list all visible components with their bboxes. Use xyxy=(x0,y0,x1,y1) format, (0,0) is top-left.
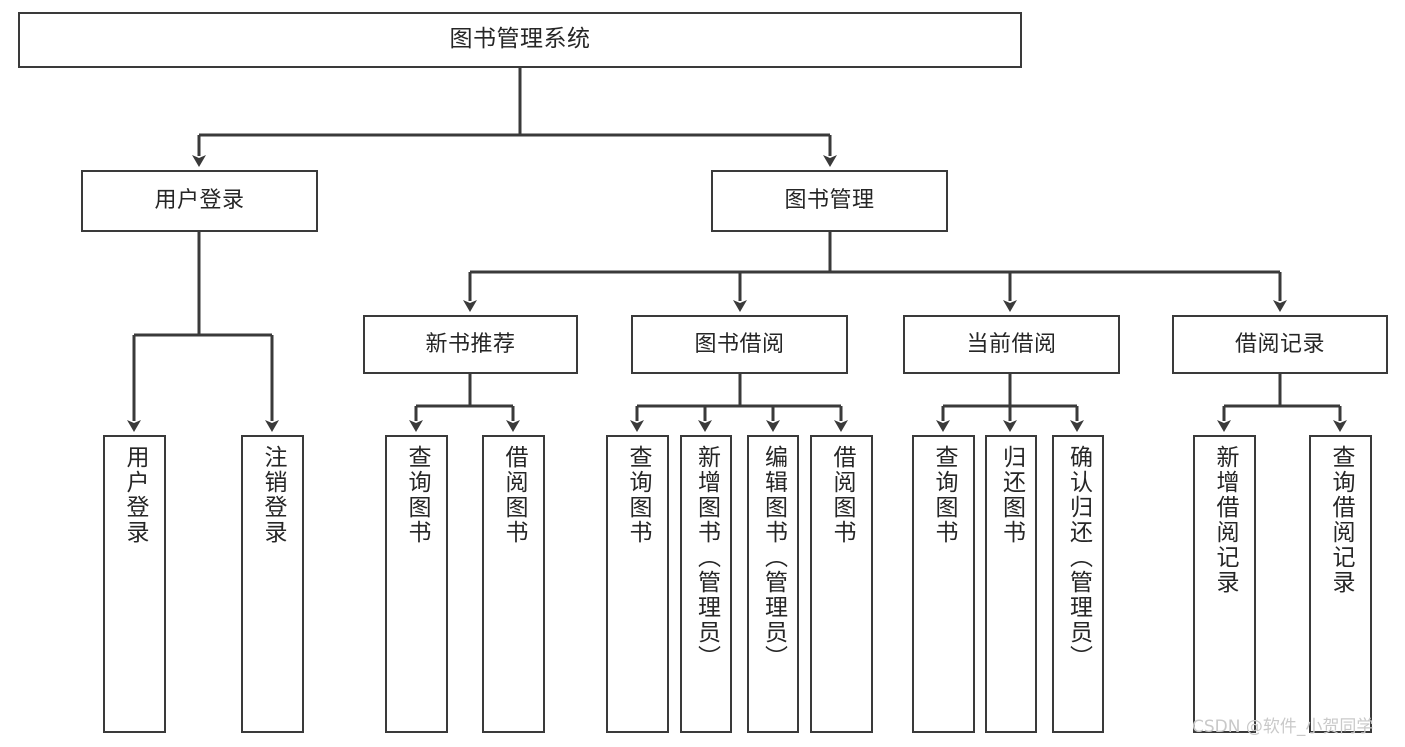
leaf-query-book-borrow[interactable]: 查询图书 xyxy=(606,435,669,733)
node-label: 图书管理 xyxy=(784,188,875,214)
node-label: 新增借阅记录 xyxy=(1212,445,1238,595)
node-label: 图书借阅 xyxy=(694,331,785,357)
node-label: 确认归还（管理员） xyxy=(1065,445,1092,670)
leaf-confirm-return-admin[interactable]: 确认归还（管理员） xyxy=(1052,435,1104,733)
leaf-return-book[interactable]: 归还图书 xyxy=(985,435,1037,733)
node-label: 借阅记录 xyxy=(1234,331,1325,357)
node-label: 注销登录 xyxy=(260,445,286,545)
leaf-logout[interactable]: 注销登录 xyxy=(241,435,304,733)
node-root-system[interactable]: 图书管理系统 xyxy=(18,12,1022,68)
leaf-add-book-admin[interactable]: 新增图书（管理员） xyxy=(680,435,732,733)
node-label: 新书推荐 xyxy=(425,331,516,357)
node-label: 归还图书 xyxy=(998,445,1025,545)
node-new-book-recommend[interactable]: 新书推荐 xyxy=(363,315,578,374)
node-label: 用户登录 xyxy=(122,445,148,545)
leaf-add-borrow-record[interactable]: 新增借阅记录 xyxy=(1193,435,1256,733)
leaf-borrow-book-recommend[interactable]: 借阅图书 xyxy=(482,435,545,733)
node-user-login[interactable]: 用户登录 xyxy=(81,170,318,232)
node-label: 借阅图书 xyxy=(829,445,855,545)
node-book-borrow[interactable]: 图书借阅 xyxy=(631,315,848,374)
node-label: 查询图书 xyxy=(931,445,957,545)
node-label: 查询借阅记录 xyxy=(1328,445,1354,595)
node-current-borrow[interactable]: 当前借阅 xyxy=(903,315,1120,374)
leaf-borrow-book[interactable]: 借阅图书 xyxy=(810,435,873,733)
node-borrow-record[interactable]: 借阅记录 xyxy=(1172,315,1388,374)
leaf-edit-book-admin[interactable]: 编辑图书（管理员） xyxy=(747,435,799,733)
node-label: 借阅图书 xyxy=(501,445,527,545)
csdn-watermark: CSDN @软件_小贺同学 xyxy=(1192,717,1374,737)
node-book-management[interactable]: 图书管理 xyxy=(711,170,948,232)
leaf-query-book-recommend[interactable]: 查询图书 xyxy=(385,435,448,733)
leaf-query-book-current[interactable]: 查询图书 xyxy=(912,435,975,733)
leaf-user-login[interactable]: 用户登录 xyxy=(103,435,166,733)
node-label: 查询图书 xyxy=(404,445,430,545)
node-label: 查询图书 xyxy=(625,445,651,545)
node-label: 用户登录 xyxy=(154,188,245,214)
node-label: 编辑图书（管理员） xyxy=(760,445,787,670)
node-label: 图书管理系统 xyxy=(449,26,591,53)
node-label: 当前借阅 xyxy=(966,331,1057,357)
leaf-query-borrow-record[interactable]: 查询借阅记录 xyxy=(1309,435,1372,733)
node-label: 新增图书（管理员） xyxy=(693,445,720,670)
